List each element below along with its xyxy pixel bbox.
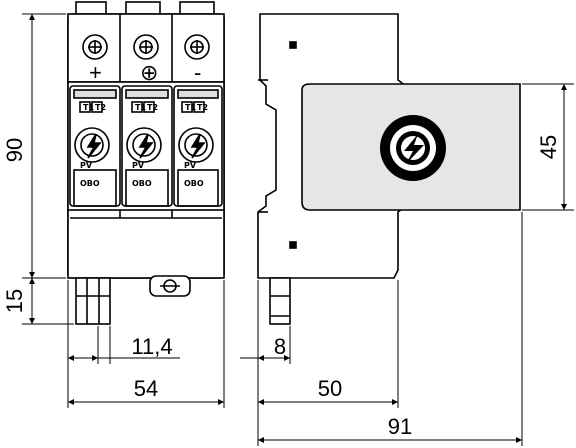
dim-height-total: 90 (2, 138, 27, 162)
module-2-brand: OBO (132, 179, 152, 188)
screw-terminal-icon (133, 34, 159, 60)
lightning-bolt-icon (138, 133, 154, 159)
dim-width-front: 54 (134, 376, 158, 401)
module-1-brand: OBO (80, 179, 100, 188)
dim-height-base: 15 (2, 289, 27, 313)
module-2-t1-label: T1 (135, 103, 146, 112)
module-3-t2-label: T2 (197, 103, 208, 112)
dimension-lines (22, 13, 574, 446)
lightning-bolt-icon (86, 133, 102, 159)
din-rail-clip-icon (160, 279, 180, 293)
front-view (67, 1, 225, 325)
module-1-pv-label: PV (80, 161, 93, 170)
screw-terminal-icon (184, 34, 210, 60)
module-2-pv-label: PV (132, 161, 145, 170)
module-3-pv-label: PV (184, 161, 197, 170)
module-2-t2-label: T2 (147, 103, 158, 112)
module-3-brand: OBO (184, 179, 204, 188)
dim-width-module: 11,4 (131, 334, 172, 359)
dim-depth-base: 8 (274, 334, 286, 359)
dim-depth-rail: 50 (318, 376, 342, 401)
dim-depth-total: 91 (388, 414, 412, 439)
terminal-ground-label: ⊕ (140, 60, 158, 85)
module-3-t1-label: T1 (185, 103, 196, 112)
terminal-minus-label: - (194, 60, 201, 85)
lightning-bolt-icon (190, 133, 206, 159)
module-1-t2-label: T2 (95, 103, 106, 112)
module-1-t1-label: T1 (83, 103, 94, 112)
screw-terminal-icon (82, 34, 108, 60)
obo-logo-icon (380, 115, 446, 181)
terminal-plus-label: + (89, 60, 102, 85)
dim-height-cap: 45 (536, 135, 561, 159)
